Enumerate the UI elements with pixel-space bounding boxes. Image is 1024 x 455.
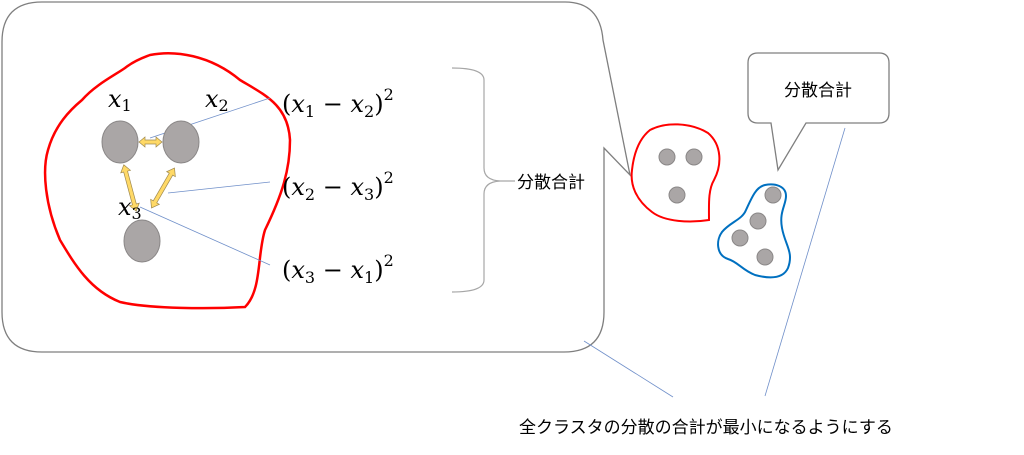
right-brace [451,67,515,293]
leader-line-x2x3 [167,181,271,194]
label-x2: x2 [205,85,229,115]
callout-label: 分散合計 [784,81,852,101]
cluster-red-point [658,148,676,166]
double-arrow-x1-x3 [120,164,140,212]
cluster-outline-red [630,123,721,223]
cluster-blue-point [756,248,774,266]
conclusion-text: 全クラスタの分散の合計が最小になるようにする [519,418,893,438]
double-arrow-x1-x2 [138,136,163,148]
cluster-outline-blue [717,183,792,279]
label-x3: x3 [118,193,142,223]
cluster-outline-large [43,52,292,310]
cluster-blue-point [749,212,767,230]
small-callout-bubble [747,52,890,172]
formula-2: (x2 − x3)2 [282,168,394,204]
cluster-blue-point [731,229,749,247]
cluster-red-point [685,148,703,166]
cluster-blue-point [764,186,782,204]
leader-line-bottom-right [764,127,846,397]
point-x3 [123,219,161,263]
point-x1 [101,120,139,164]
leader-line-x3x1 [139,206,271,266]
formula-list: (x1 − x2)2 (x2 − x3)2 (x3 − x1)2 [282,85,394,287]
double-arrow-x2-x3 [150,167,176,209]
leader-line-bottom-left [583,340,674,398]
large-callout-bubble [1,1,632,353]
brace-label: 分散合計 [517,173,585,193]
point-x2 [162,120,200,164]
formula-3: (x3 − x1)2 [282,251,394,287]
cluster-red-point [668,186,686,204]
formula-1: (x1 − x2)2 [282,85,394,121]
label-x1: x1 [108,85,132,115]
